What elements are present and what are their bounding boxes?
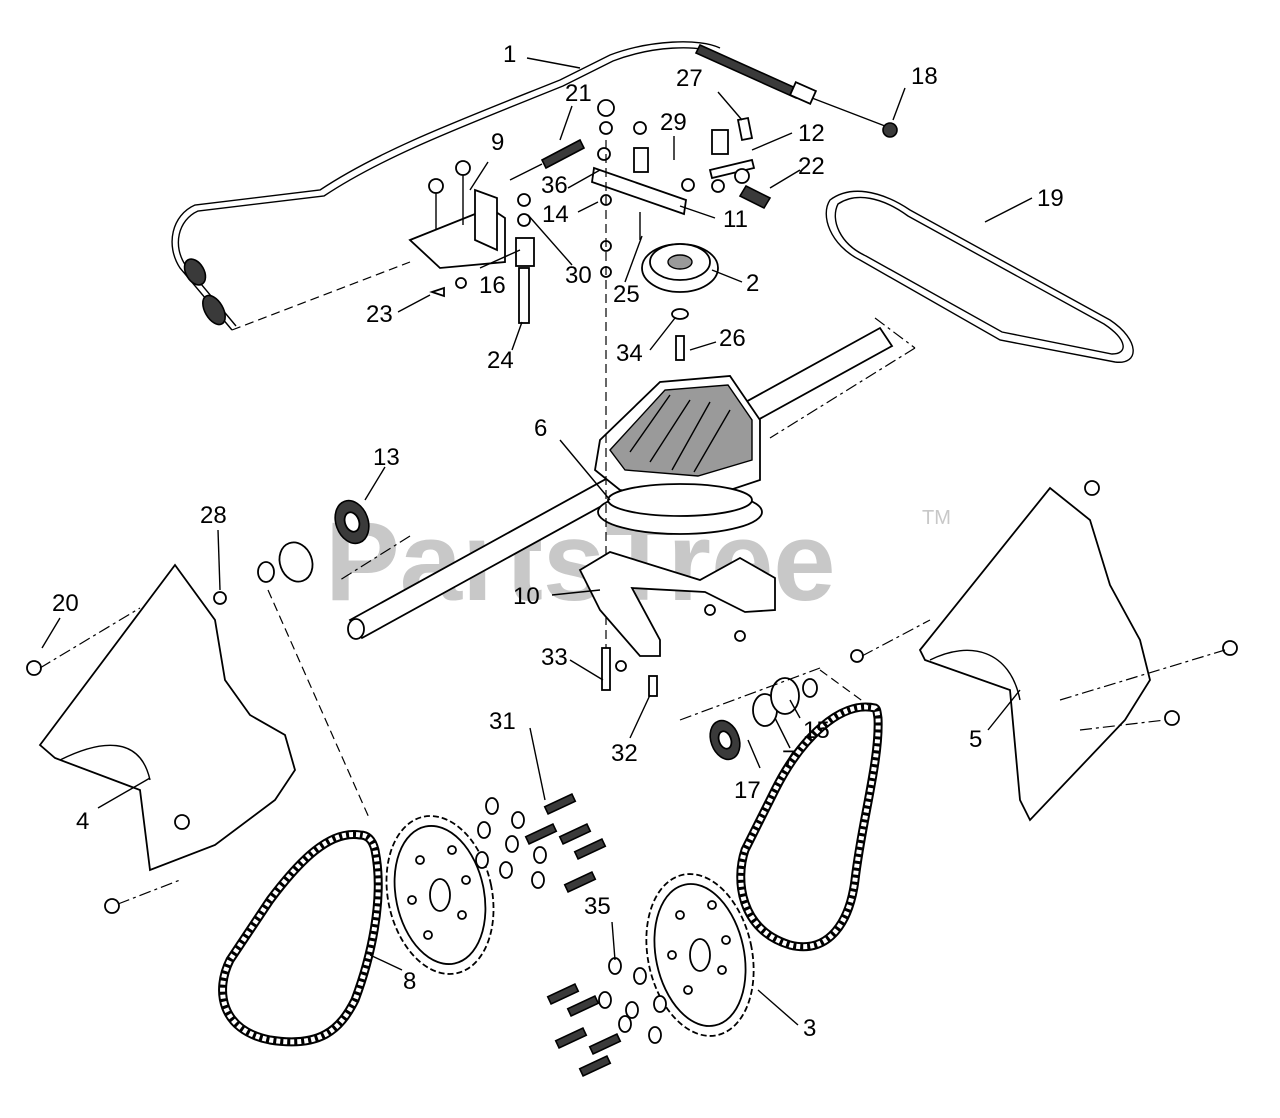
callout-13: 13: [373, 444, 400, 471]
callout-34: 34: [616, 340, 643, 367]
callout-20: 20: [52, 590, 79, 617]
callout-36: 36: [541, 172, 568, 199]
callout-7: 7: [782, 746, 795, 773]
right-chain-guard: [850, 480, 1238, 822]
callout-23: 23: [366, 301, 393, 328]
pivot-bolt-stack: [515, 193, 535, 324]
callout-21: 21: [565, 80, 592, 107]
idler-arm: [591, 99, 756, 278]
callout-4: 4: [76, 808, 89, 835]
cable-nut: [882, 122, 898, 138]
transaxle-mount-bracket: [578, 551, 776, 697]
callout-27: 27: [676, 65, 703, 92]
spring-upper: [509, 138, 586, 181]
callout-14: 14: [542, 201, 569, 228]
callout-17: 17: [734, 777, 761, 804]
callout-16: 16: [479, 272, 506, 299]
callout-labels: 1 2 3 4 5 6 7 8 9 10 11 12 13 14 15 16 1…: [52, 41, 1064, 1042]
callout-26: 26: [719, 325, 746, 352]
callout-11: 11: [723, 206, 748, 233]
watermark-trademark: TM: [922, 507, 951, 529]
callout-25: 25: [613, 281, 640, 308]
callout-2: 2: [746, 270, 759, 297]
spring-lower: [738, 184, 772, 210]
leader-lines: [41, 57, 1033, 1026]
callout-6: 6: [534, 415, 547, 442]
callout-30: 30: [565, 262, 592, 289]
right-drive-chain: [736, 669, 883, 952]
callout-15: 15: [803, 717, 830, 744]
callout-35: 35: [584, 893, 611, 920]
left-wheel-sprocket: [385, 815, 495, 975]
right-sprocket-hardware: [546, 957, 667, 1078]
callout-31: 31: [489, 708, 516, 735]
callout-18: 18: [911, 63, 938, 90]
callout-12: 12: [798, 120, 825, 147]
callout-10: 10: [513, 583, 540, 610]
callout-8: 8: [403, 968, 416, 995]
callout-29: 29: [660, 109, 687, 136]
callout-9: 9: [491, 129, 504, 156]
callout-19: 19: [1037, 185, 1064, 212]
idler-bracket: [408, 160, 506, 298]
callout-5: 5: [969, 726, 982, 753]
right-wheel-sprocket: [645, 873, 755, 1037]
drive-pulley: [641, 243, 719, 361]
callout-3: 3: [803, 1015, 816, 1042]
callout-1: 1: [503, 41, 516, 68]
callout-32: 32: [611, 740, 638, 767]
callout-22: 22: [798, 153, 825, 180]
left-sprocket-hardware: [475, 792, 607, 894]
callout-33: 33: [541, 644, 568, 671]
left-sprocket-set: [213, 499, 411, 605]
control-cable: [171, 41, 886, 331]
callout-24: 24: [487, 347, 514, 374]
left-drive-chain: [218, 589, 383, 1047]
v-belt: [825, 190, 1134, 363]
transaxle: [347, 317, 916, 640]
callout-28: 28: [200, 502, 227, 529]
left-chain-guard: [26, 563, 296, 914]
